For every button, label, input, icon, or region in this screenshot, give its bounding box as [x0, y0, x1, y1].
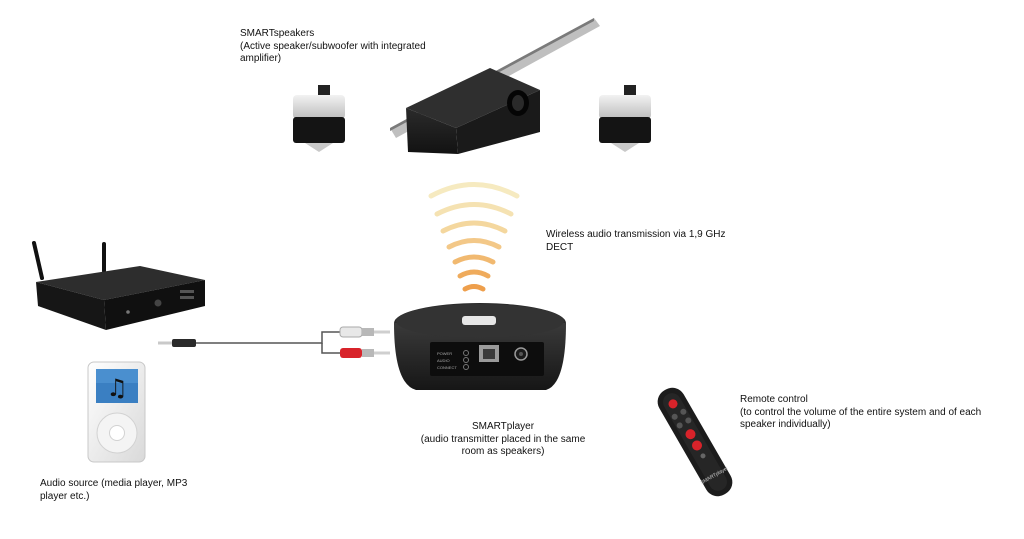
audio-source-label: Audio source (media player, MP3 player e…	[40, 478, 240, 503]
spot-speaker-right	[599, 85, 651, 152]
audio-source-label-line-1: Audio source (media player, MP3	[40, 478, 188, 489]
subwoofer-box	[406, 68, 540, 154]
led-label-connect: CONNECT	[437, 365, 457, 370]
audio-source-label-line-2: player etc.)	[40, 490, 90, 502]
speakers-label-desc-1: (Active speaker/subwoofer with integrate…	[240, 40, 426, 52]
wireless-label: Wireless audio transmission via 1,9 GHz …	[546, 229, 766, 254]
speakers-label-desc-2: amplifier)	[240, 53, 282, 64]
wireless-label-line-1: Wireless audio transmission via 1,9 GHz	[546, 229, 726, 240]
remote-control: SMARTplayer	[657, 387, 733, 497]
smartplayer-label-desc-2: room as speakers)	[461, 446, 545, 457]
spot-speaker-left	[293, 85, 345, 152]
remote-label: Remote control (to control the volume of…	[740, 394, 1024, 432]
remote-label-title: Remote control	[740, 394, 808, 405]
led-label-power: POWER	[437, 351, 452, 356]
smartplayer-label-title: SMARTplayer	[471, 421, 535, 432]
audio-cable	[158, 331, 340, 354]
wireless-label-line-2: DECT	[546, 241, 574, 253]
smartplayer-label-desc-1: (audio transmitter placed in the same	[420, 433, 586, 445]
speakers-label-title: SMARTspeakers	[240, 28, 315, 39]
wireless-waves	[428, 182, 520, 292]
rca-plug-white	[339, 326, 390, 338]
led-label-audio: AUDIO	[437, 358, 450, 363]
remote-label-desc-2: speaker individually)	[740, 419, 831, 430]
rca-plug-red	[340, 348, 390, 358]
smartplayer-device: POWER AUDIO CONNECT	[394, 303, 566, 390]
media-player-box	[32, 241, 205, 330]
smartplayer-label: SMARTplayer (audio transmitter placed in…	[388, 421, 618, 459]
remote-label-desc-1: (to control the volume of the entire sys…	[740, 406, 982, 418]
music-note-icon: ♫	[106, 374, 128, 402]
speakers-label: SMARTspeakers (Active speaker/subwoofer …	[240, 28, 480, 66]
portable-media-player: ♫	[87, 361, 146, 463]
